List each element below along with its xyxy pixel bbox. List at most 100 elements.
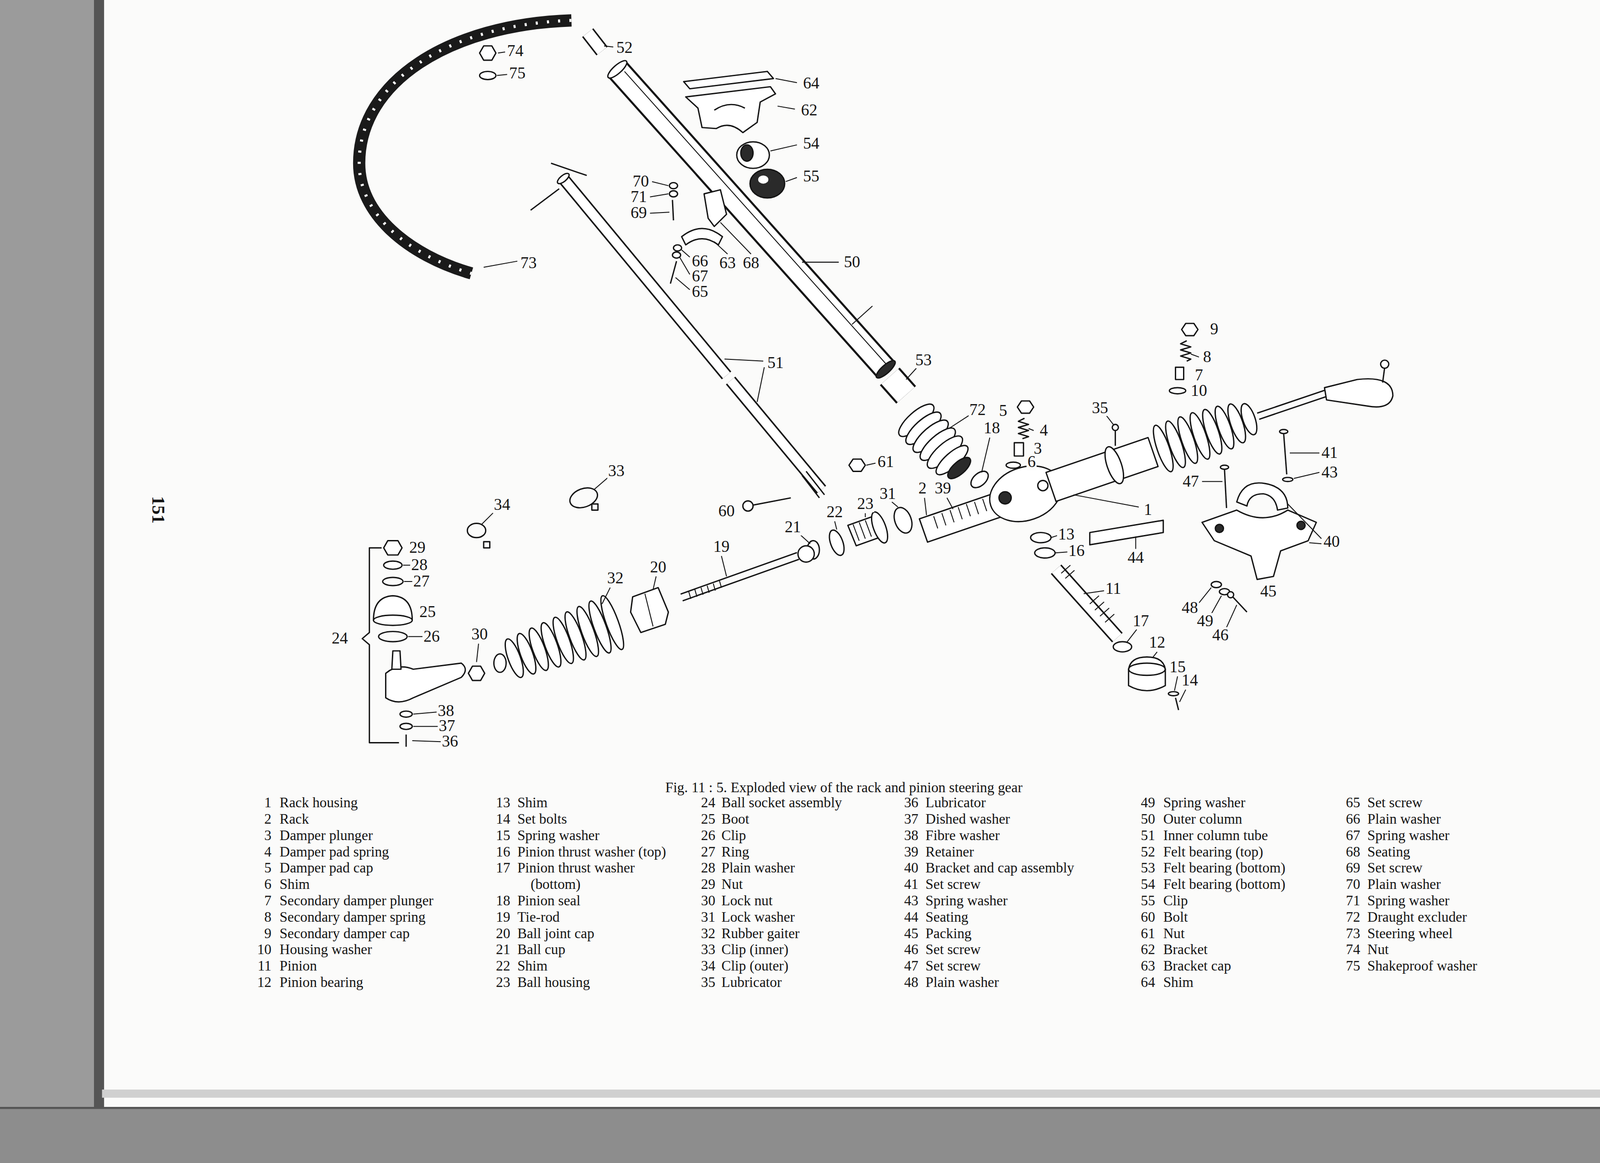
housing-washer xyxy=(1169,387,1186,394)
part-name: Spring washer xyxy=(1367,892,1450,910)
part-name: Ball housing xyxy=(517,974,590,991)
part-number: 26 xyxy=(701,827,716,845)
part-name: Spring washer xyxy=(1163,794,1246,812)
clip xyxy=(467,523,486,538)
callout-number: 18 xyxy=(982,420,1001,437)
part-name: Spring washer xyxy=(517,827,600,845)
callout-number: 37 xyxy=(437,718,457,735)
callout-number: 68 xyxy=(741,255,761,272)
clip-highlight xyxy=(758,175,769,184)
part-number: 67 xyxy=(1345,827,1361,845)
callout-number: 21 xyxy=(783,519,803,536)
part-name: Clip (inner) xyxy=(721,941,789,959)
part-name: Tie-rod xyxy=(517,909,560,926)
part-name: Lubricator xyxy=(925,794,986,812)
bracket-hole xyxy=(1215,524,1224,533)
part-number: 50 xyxy=(1141,811,1156,828)
callout-number: 20 xyxy=(649,559,668,576)
part-name: Pinion bearing xyxy=(279,974,364,991)
housing-port xyxy=(999,491,1012,505)
set-screw xyxy=(670,261,677,284)
bearing-face xyxy=(1128,663,1166,676)
part-number: 14 xyxy=(495,811,511,828)
ring xyxy=(382,577,404,586)
part-number: 24 xyxy=(701,794,716,812)
part-number: 33 xyxy=(701,941,716,959)
callout-number: 35 xyxy=(1090,400,1110,417)
part-name: Fibre washer xyxy=(925,827,1001,845)
part-name: Pinion xyxy=(279,958,318,975)
callout-number: 38 xyxy=(437,703,456,720)
secondary-damper-cap xyxy=(1181,323,1199,336)
callout-number: 14 xyxy=(1180,672,1199,689)
part-name: Bolt xyxy=(1163,909,1189,926)
plain-washer xyxy=(673,244,682,251)
part-name: Shim xyxy=(517,794,548,812)
draught-excluder xyxy=(944,453,975,483)
assembly-bracket xyxy=(362,547,400,743)
part-number: 62 xyxy=(1141,941,1156,959)
part-name: Set screw xyxy=(1367,859,1423,877)
callout-number: 32 xyxy=(606,570,625,587)
part-name: Ring xyxy=(721,844,750,861)
bracket xyxy=(1202,510,1317,580)
part-number: 48 xyxy=(904,974,919,991)
part-name: Pinion seal xyxy=(517,892,581,910)
thrust-washer xyxy=(1113,641,1132,652)
part-name: Seating xyxy=(925,909,969,926)
part-name: Felt bearing (bottom) xyxy=(1163,859,1286,877)
screw-head xyxy=(1227,591,1234,598)
part-number: 31 xyxy=(701,909,716,926)
housing-collar xyxy=(1101,444,1128,487)
callout-number: 62 xyxy=(800,102,819,119)
callout-number: 36 xyxy=(440,733,459,751)
callout-number: 11 xyxy=(1104,580,1122,598)
cap-facet xyxy=(645,594,654,627)
callout-number: 63 xyxy=(718,255,737,272)
part-name: Felt bearing (bottom) xyxy=(1163,876,1286,893)
part-name: Set screw xyxy=(925,958,981,975)
part-number: 52 xyxy=(1141,844,1156,861)
part-number: 53 xyxy=(1141,859,1156,877)
callout-number: 54 xyxy=(802,135,821,152)
part-number: 39 xyxy=(904,844,919,861)
part-name: Plain washer xyxy=(1367,876,1441,893)
part-number: 35 xyxy=(701,974,716,991)
part-name: Damper plunger xyxy=(279,827,373,845)
callout-number: 12 xyxy=(1147,634,1167,652)
thread xyxy=(853,520,872,542)
shim xyxy=(1030,532,1052,543)
column-ring xyxy=(852,306,873,325)
part-number: 28 xyxy=(701,859,716,877)
part-number: 30 xyxy=(701,892,716,910)
callout-number: 9 xyxy=(1209,321,1220,339)
callout-number: 7 xyxy=(1193,367,1204,384)
part-name: Shim xyxy=(517,958,548,975)
outer-column-shade xyxy=(624,71,892,370)
ball-housing-flange xyxy=(868,510,892,545)
callout-number: 39 xyxy=(933,480,953,497)
callout-number: 44 xyxy=(1126,550,1145,567)
callout-number: 25 xyxy=(418,604,437,621)
bolt-head xyxy=(742,500,753,511)
column-spline xyxy=(802,471,825,498)
part-name: Damper pad spring xyxy=(279,844,390,861)
steering-wheel-rim xyxy=(359,20,572,274)
part-name: Set screw xyxy=(925,941,981,959)
part-number: 20 xyxy=(495,925,511,943)
clip-tab xyxy=(591,504,598,511)
part-name: Inner column tube xyxy=(1163,827,1268,845)
callout-number: 33 xyxy=(607,463,626,480)
part-number: 10 xyxy=(257,941,272,959)
felt-bearing-body xyxy=(889,376,907,395)
part-number: 36 xyxy=(904,794,919,812)
callout-number: 22 xyxy=(825,504,845,521)
secondary-damper-plunger xyxy=(1175,367,1184,380)
rack-teeth xyxy=(933,499,987,529)
part-number: 74 xyxy=(1345,941,1361,959)
part-name: Secondary damper plunger xyxy=(279,892,434,910)
part-number: 41 xyxy=(904,876,919,893)
book-cover-bottom xyxy=(0,1108,1600,1163)
tie-rod-ball xyxy=(797,546,815,563)
